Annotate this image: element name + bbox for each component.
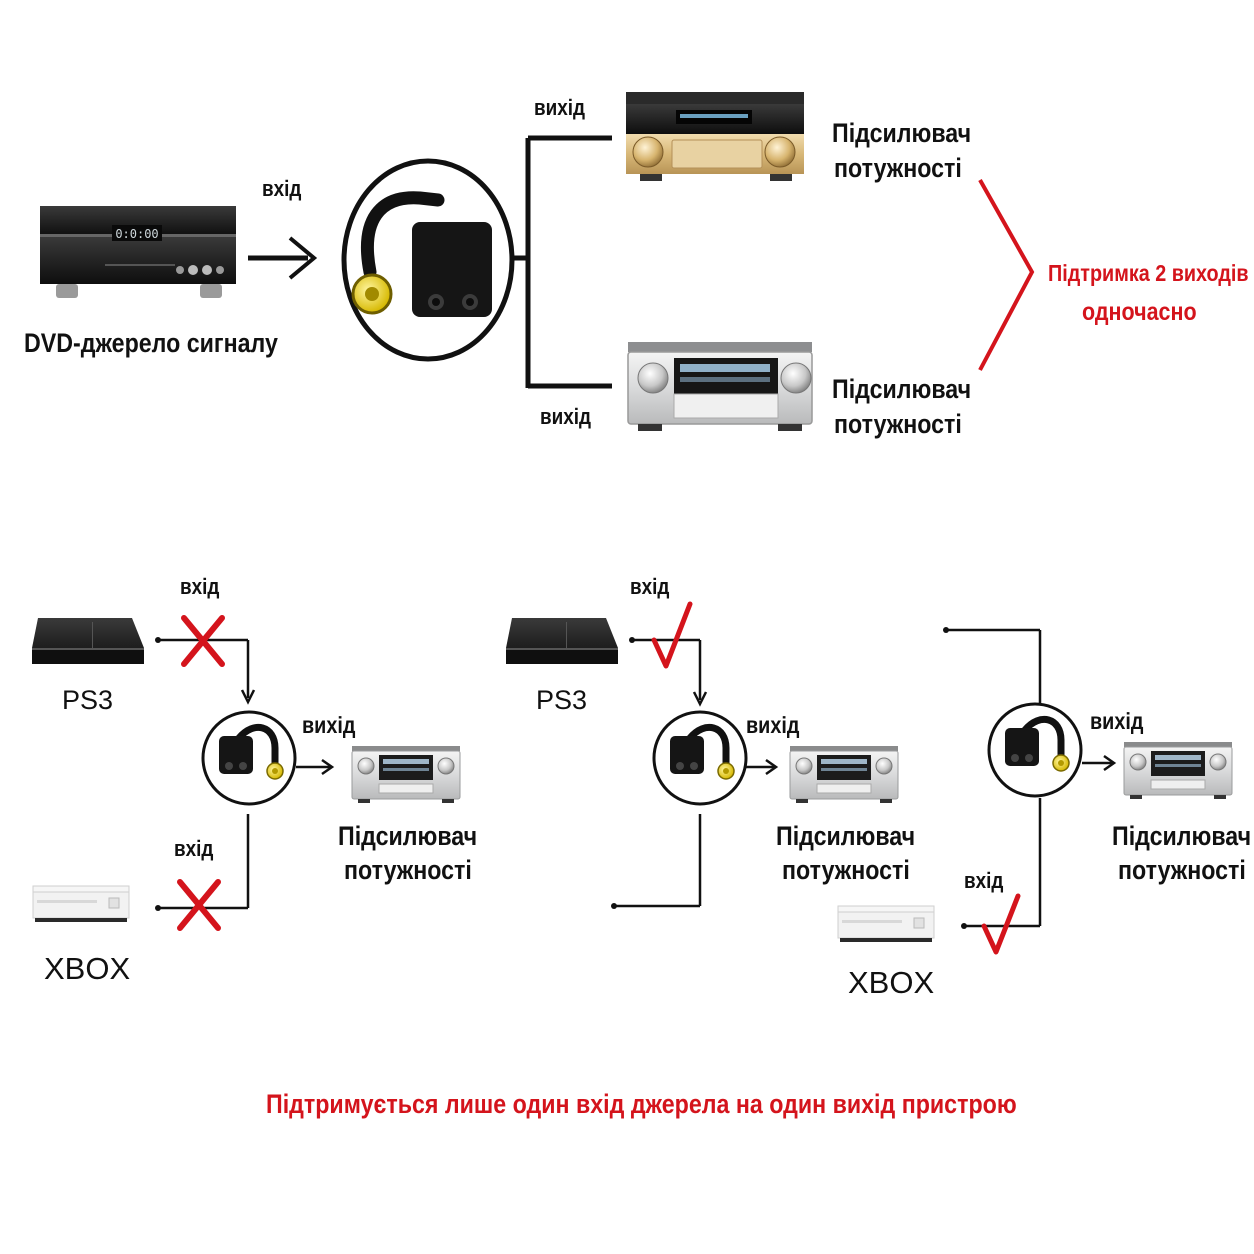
- panel1-amp-line2: потужності: [344, 855, 472, 885]
- panel2-output-label: вихід: [746, 712, 800, 738]
- top-output-label-upper: вихід: [534, 95, 586, 120]
- panel3-xbox-label: XBOX: [848, 965, 935, 1000]
- single-output-note: Підтримується лише один вхід джерела на …: [266, 1089, 1017, 1119]
- panel2-ps3-label: PS3: [536, 685, 588, 715]
- panel3-input-bottom-label: вхід: [964, 868, 1004, 893]
- dual-output-note-line2: одночасно: [1082, 298, 1197, 326]
- dvd-player: 0:0:00: [40, 206, 236, 298]
- panel3-graphics: [837, 627, 1233, 955]
- top-amp-upper-line2: потужності: [834, 153, 962, 183]
- panel1-bottom-cross-icon: [177, 879, 221, 931]
- panel1-graphics: [32, 615, 461, 931]
- panel3-amp-line1: Підсилювач: [1112, 821, 1252, 851]
- panel2-amp-line1: Підсилювач: [776, 821, 916, 851]
- top-output-label-lower: вихід: [540, 404, 592, 429]
- red-chevron: [978, 179, 1035, 371]
- dvd-source-label: DVD-джерело сигналу: [24, 328, 278, 358]
- top-amp-lower-line2: потужності: [834, 409, 962, 439]
- top-amp-upper-line1: Підсилювач: [832, 118, 972, 148]
- panel1-amp-line1: Підсилювач: [338, 821, 478, 851]
- panel1-top-cross-icon: [181, 615, 225, 667]
- panel2-amp-line2: потужності: [782, 855, 910, 885]
- dual-output-note-line1: Підтримка 2 виходів: [1048, 260, 1249, 286]
- silver-amplifier: [627, 342, 813, 431]
- panel1-xbox-label: XBOX: [44, 951, 131, 986]
- top-amp-lower-line1: Підсилювач: [832, 374, 972, 404]
- dvd-display-text: 0:0:00: [115, 227, 158, 241]
- gold-amplifier: [626, 92, 804, 181]
- panel3-output-label: вихід: [1090, 708, 1144, 734]
- panel1-input-bottom-label: вхід: [174, 836, 214, 861]
- panel1-input-top-label: вхід: [180, 574, 220, 599]
- panel2-input-top-label: вхід: [630, 574, 670, 599]
- top-input-arrow: [248, 236, 318, 280]
- panel1-ps3-label: PS3: [62, 685, 114, 715]
- panel2-graphics: [506, 601, 899, 909]
- splitter-adapter: [341, 158, 515, 362]
- panel3-amp-line2: потужності: [1118, 855, 1246, 885]
- top-input-label: вхід: [262, 176, 302, 201]
- output-bracket: [512, 135, 612, 389]
- panel1-output-label: вихід: [302, 712, 356, 738]
- panel2-top-check-icon: [651, 601, 693, 669]
- panel3-bottom-check-icon: [981, 893, 1021, 955]
